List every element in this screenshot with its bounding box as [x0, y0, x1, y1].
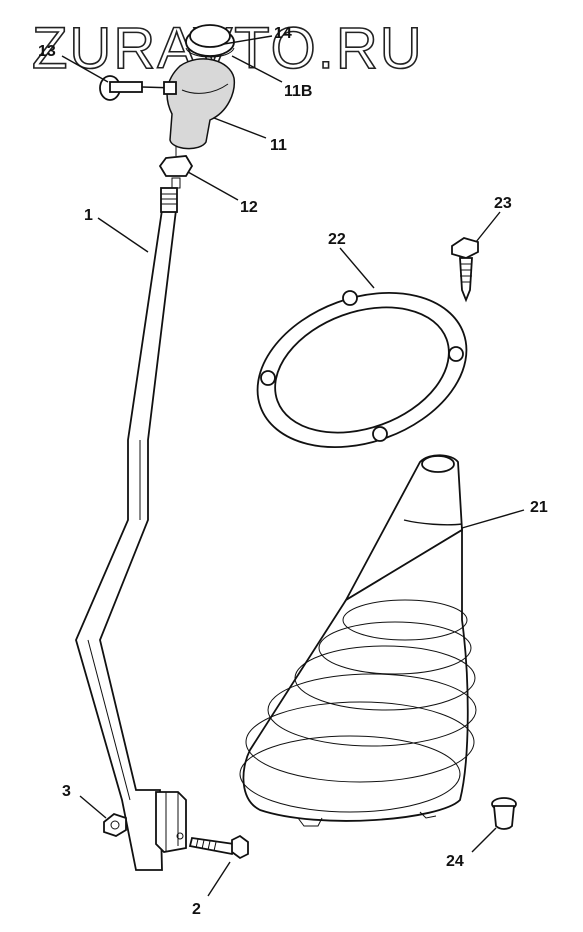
label-13: 13 [38, 43, 56, 60]
gear-knob [166, 58, 236, 150]
label-24: 24 [446, 853, 464, 870]
bolt-23 [451, 237, 479, 303]
label-11b: 11B [284, 83, 312, 100]
label-2: 2 [192, 901, 201, 918]
bolt-2 [188, 834, 249, 860]
label-12: 12 [240, 199, 258, 216]
clamp-block [155, 791, 187, 853]
leader-lines [61, 35, 525, 897]
label-1: 1 [84, 207, 93, 224]
label-21: 21 [530, 499, 548, 516]
plug-24 [491, 797, 517, 830]
label-22: 22 [328, 231, 346, 248]
label-14: 14 [274, 25, 292, 42]
nut-3 [103, 812, 127, 837]
release-button [99, 75, 177, 101]
lock-nut [158, 146, 194, 189]
label-11: 11 [270, 137, 287, 154]
gear-lever-rod [75, 187, 178, 871]
label-3: 3 [62, 783, 71, 800]
gasket-ring [256, 290, 468, 448]
label-23: 23 [494, 195, 512, 212]
knob-cap [185, 24, 235, 58]
rubber-boot [239, 454, 477, 827]
